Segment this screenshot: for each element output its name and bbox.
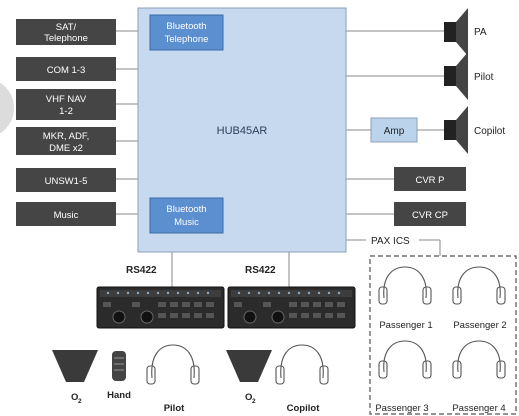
- svg-text:1-2: 1-2: [59, 106, 73, 117]
- svg-text:VHF NAV: VHF NAV: [46, 94, 87, 105]
- svg-text:DME x2: DME x2: [49, 143, 83, 154]
- bluetooth-telephone-module: [149, 14, 224, 51]
- headset-passenger-2-icon: [452, 266, 506, 305]
- input-connectors: [116, 30, 138, 215]
- audio-panel-right-icon: [227, 286, 356, 329]
- input-vhf-nav: VHF NAV 1-2: [16, 89, 116, 120]
- hub-label: HUB45AR: [217, 125, 268, 137]
- output-connectors: [171, 30, 444, 288]
- bt-music-line1: Bluetooth: [166, 204, 206, 215]
- cvr-cp-label: CVR CP: [412, 210, 448, 221]
- input-com: COM 1-3: [16, 57, 116, 81]
- pilot-headset-label: Pilot: [164, 403, 185, 414]
- oxygen-mask-copilot-icon: [226, 350, 272, 382]
- pax-ics-label: PAX ICS: [371, 236, 410, 247]
- passenger-1-label: Passenger 1: [379, 320, 432, 331]
- svg-text:COM 1-3: COM 1-3: [47, 65, 86, 76]
- hand-label: Hand: [107, 390, 131, 401]
- headset-copilot-icon: [275, 344, 329, 385]
- cvr-p-label: CVR P: [415, 175, 444, 186]
- bt-telephone-line1: Bluetooth: [166, 21, 206, 32]
- speaker-pilot-label: Pilot: [474, 72, 494, 83]
- input-sat-telephone: SAT/ Telephone: [16, 19, 116, 45]
- edge-decoration: [0, 82, 14, 134]
- svg-text:Telephone: Telephone: [44, 33, 88, 44]
- amp-label: Amp: [384, 126, 405, 137]
- speaker-pa-icon: [444, 8, 468, 56]
- cvr-p-box: [394, 167, 466, 191]
- amp-box: [370, 117, 418, 143]
- bt-telephone-line2: Telephone: [165, 34, 209, 45]
- svg-text:MKR, ADF,: MKR, ADF,: [43, 131, 89, 142]
- input-mkr-adf-dme: MKR, ADF, DME x2: [16, 127, 116, 155]
- headset-pilot-icon: [146, 344, 200, 385]
- passenger-4-label: Passenger 4: [452, 403, 505, 414]
- speaker-pa-label: PA: [474, 27, 487, 38]
- audio-panel-left-icon: [96, 286, 225, 329]
- headset-passenger-4-icon: [452, 340, 506, 379]
- passenger-3-label: Passenger 3: [375, 403, 428, 414]
- speaker-copilot-label: Copilot: [474, 126, 505, 137]
- o2-label-copilot: O: [245, 392, 252, 403]
- copilot-headset-label: Copilot: [287, 403, 321, 414]
- headset-passenger-1-icon: [378, 266, 432, 305]
- speaker-pilot-icon: [444, 52, 468, 100]
- rs422-label-left: RS422: [126, 265, 157, 276]
- cvr-cp-box: [394, 202, 466, 226]
- o2-label-pilot: O: [71, 392, 78, 403]
- o2-sub-pilot: 2: [78, 398, 82, 405]
- rs422-label-right: RS422: [245, 265, 276, 276]
- bt-music-line2: Music: [174, 217, 199, 228]
- speaker-copilot-icon: [444, 106, 468, 154]
- input-music: Music: [16, 202, 116, 226]
- pax-ics-group: [369, 255, 517, 415]
- oxygen-mask-pilot-icon: [52, 350, 98, 382]
- bluetooth-music-module: [149, 197, 224, 234]
- hand-mic-icon: [112, 351, 126, 381]
- headset-passenger-3-icon: [378, 340, 432, 379]
- svg-text:Music: Music: [54, 210, 79, 221]
- input-unsw: UNSW1-5: [16, 168, 116, 192]
- o2-sub-copilot: 2: [252, 398, 256, 405]
- svg-text:SAT/: SAT/: [56, 22, 77, 33]
- passenger-2-label: Passenger 2: [453, 320, 506, 331]
- svg-text:UNSW1-5: UNSW1-5: [45, 176, 88, 187]
